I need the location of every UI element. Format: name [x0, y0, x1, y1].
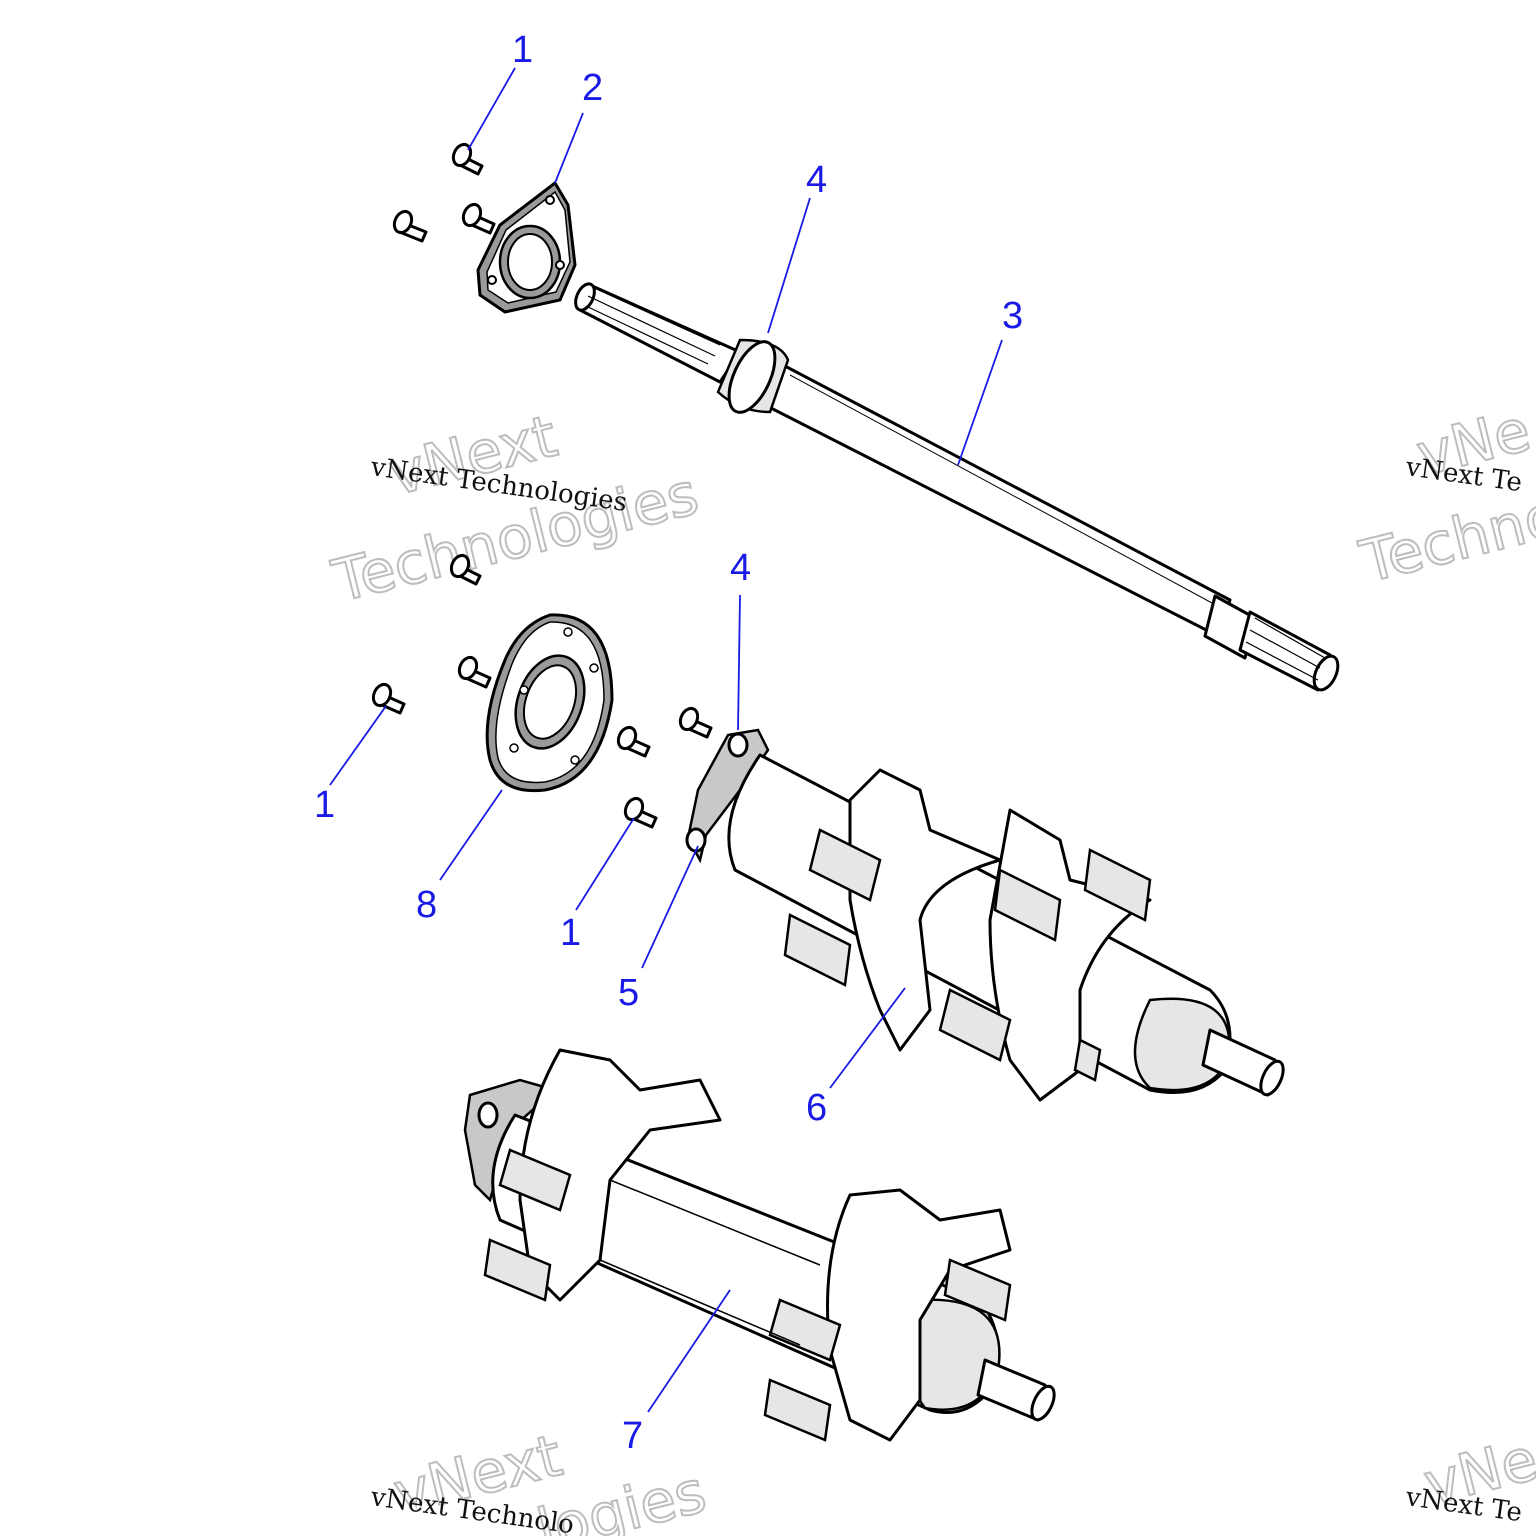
watermark-right-big-bottom: Techno — [1353, 481, 1536, 596]
drive-shaft — [574, 282, 1340, 692]
bolt-top-1 — [451, 142, 484, 176]
bolt-mid-5 — [678, 706, 713, 739]
bolt-mid-4 — [616, 725, 651, 758]
bolt-mid-2 — [457, 655, 492, 689]
sprocket-assembly-upper — [685, 728, 1285, 1102]
callout-1-bottom: 1 — [560, 912, 581, 954]
flange-plate-upper — [476, 180, 577, 314]
callout-3: 3 — [1002, 295, 1023, 337]
bolt-mid-1 — [449, 553, 482, 586]
callout-6: 6 — [806, 1087, 827, 1129]
watermark-right: vNe Techno — [1352, 395, 1536, 597]
callout-4-top: 4 — [806, 159, 827, 201]
leader-lines — [329, 67, 1003, 1413]
bolt-top-3 — [461, 202, 496, 235]
callout-5: 5 — [618, 972, 639, 1014]
drive-plate — [485, 613, 614, 793]
callout-4-middle: 4 — [730, 547, 751, 589]
callout-8: 8 — [416, 884, 437, 926]
callout-1-top: 1 — [512, 29, 533, 71]
callout-2: 2 — [582, 67, 603, 109]
callout-7: 7 — [622, 1415, 643, 1457]
bolt-mid-6 — [623, 796, 658, 829]
bolt-mid-3 — [371, 682, 406, 715]
sprocket-assembly-lower — [463, 1048, 1056, 1442]
callout-1-left: 1 — [314, 784, 335, 826]
bolt-top-2 — [392, 209, 428, 243]
